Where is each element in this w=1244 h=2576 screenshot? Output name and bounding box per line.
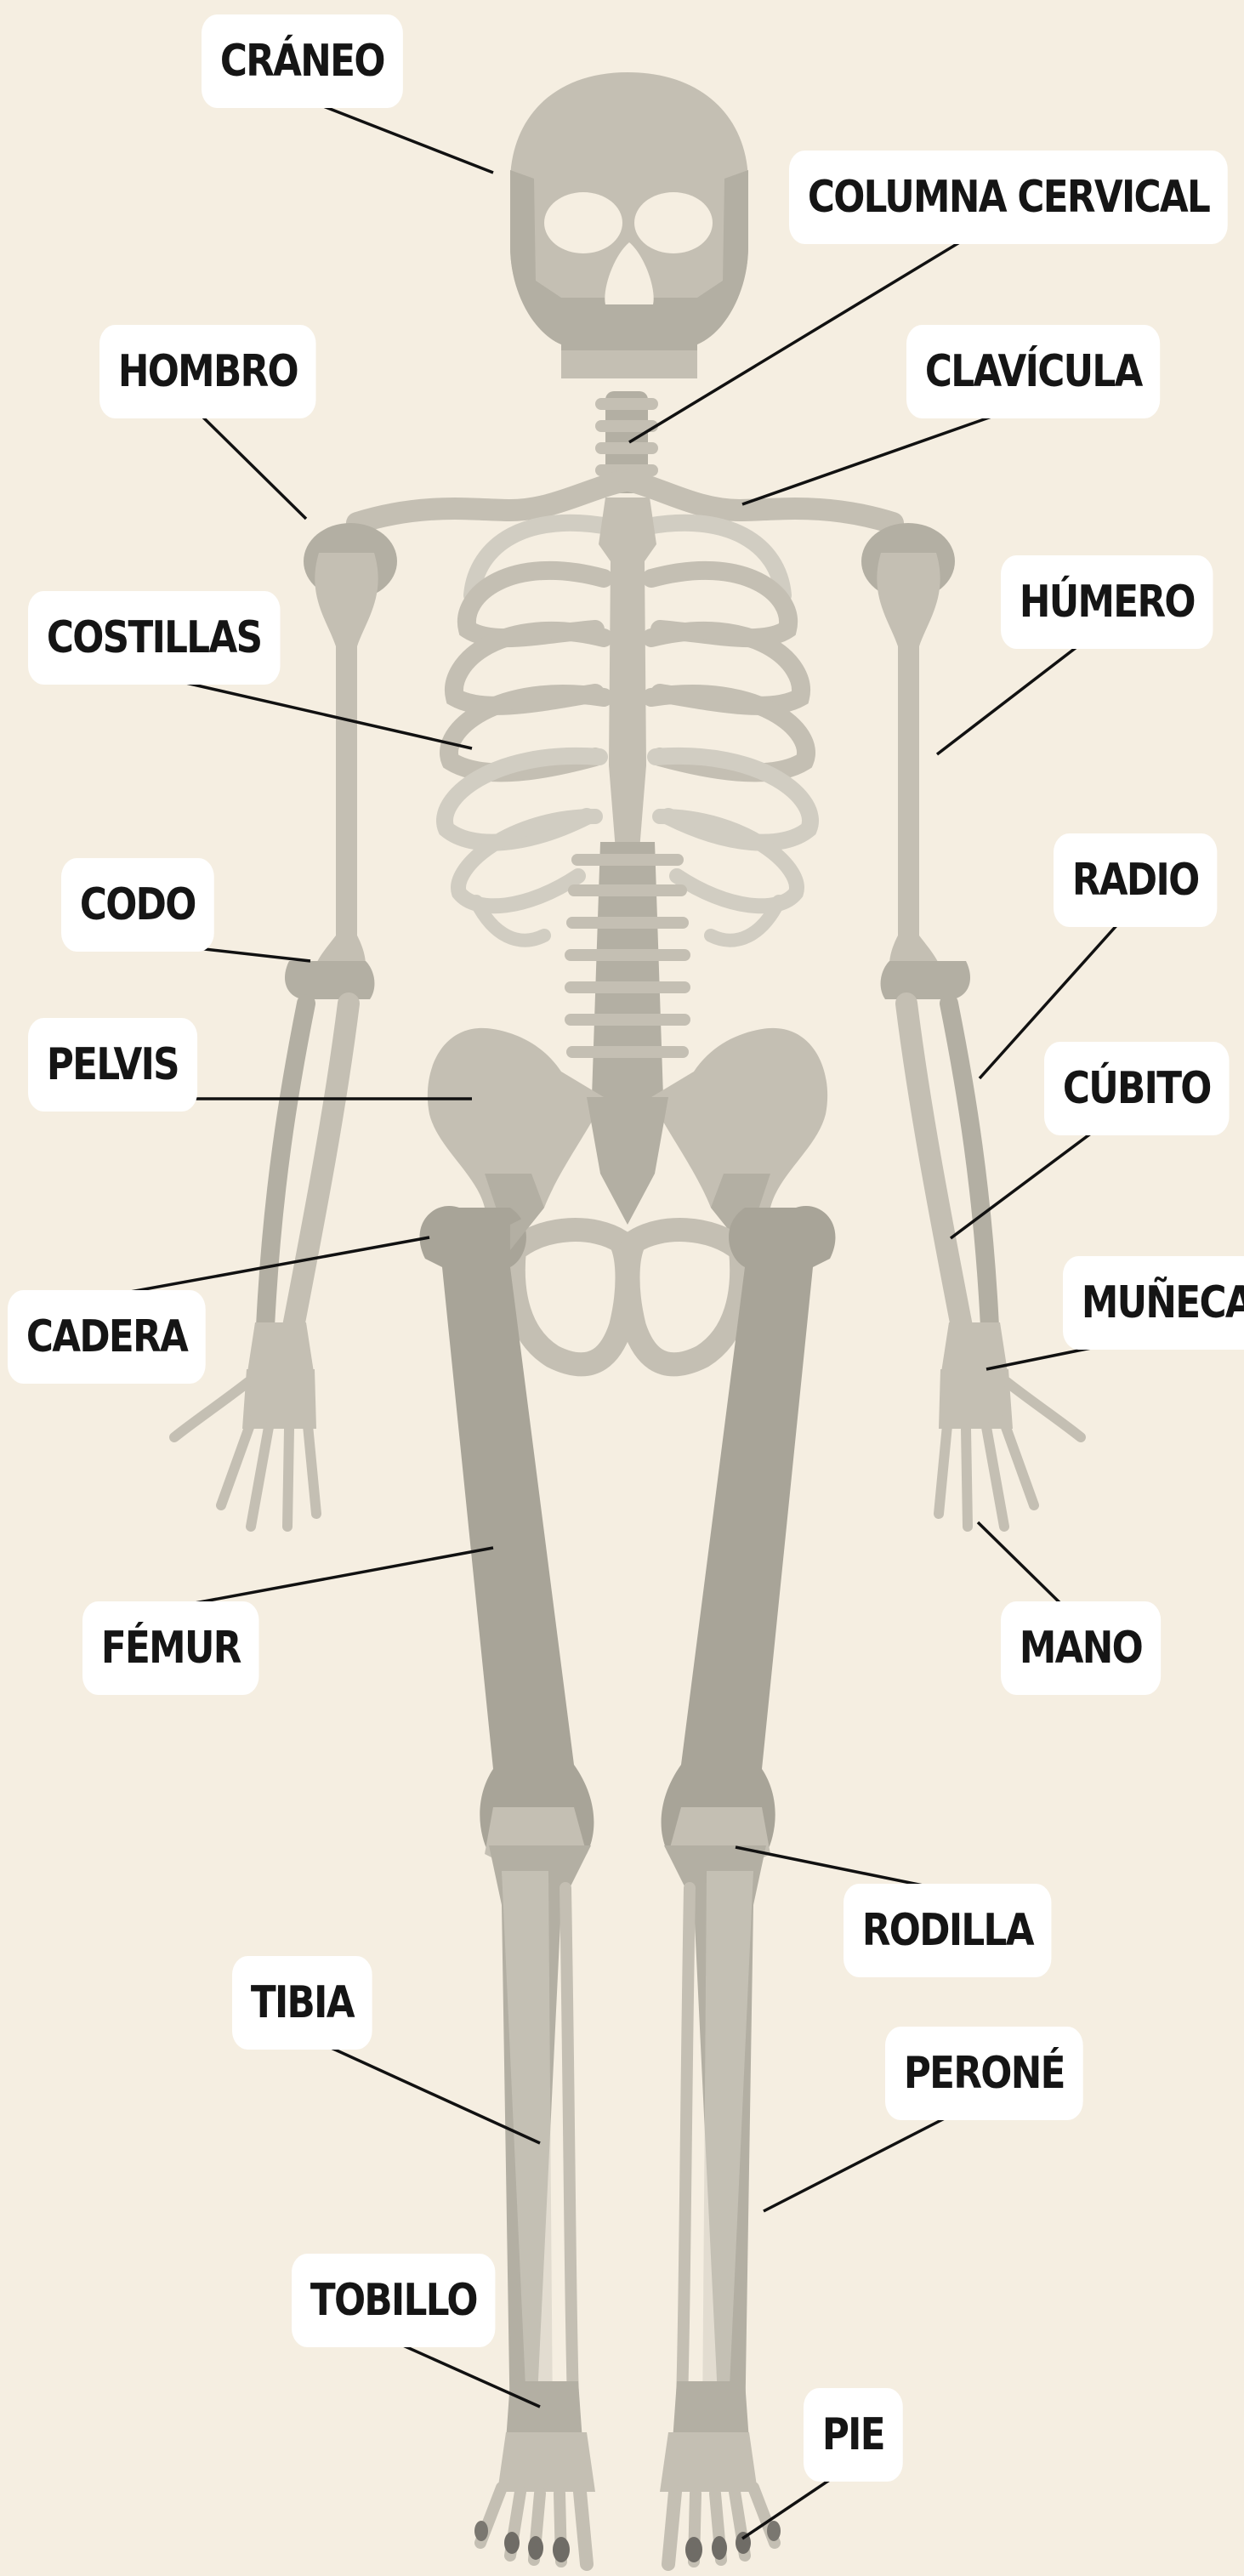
leader-clavicula bbox=[742, 407, 1020, 504]
label-femur-text: FÉMUR bbox=[101, 1623, 241, 1674]
leader-mano bbox=[978, 1522, 1067, 1610]
skull bbox=[510, 72, 748, 378]
right-femur bbox=[662, 1206, 836, 1879]
label-muneca-text: MUÑECA bbox=[1082, 1277, 1244, 1328]
right-arm bbox=[877, 553, 1008, 1378]
label-clavicula: CLAVÍCULA bbox=[906, 325, 1161, 418]
label-codo-text: CODO bbox=[80, 879, 196, 930]
label-tobillo: TOBILLO bbox=[292, 2254, 496, 2347]
label-tibia: TIBIA bbox=[232, 1956, 372, 2050]
label-clavicula-text: CLAVÍCULA bbox=[925, 346, 1142, 397]
label-radio-text: RADIO bbox=[1072, 855, 1199, 906]
label-humero: HÚMERO bbox=[1001, 555, 1213, 649]
label-perone-text: PERONÉ bbox=[904, 2048, 1065, 2099]
label-tibia-text: TIBIA bbox=[251, 1977, 354, 2028]
label-costillas: COSTILLAS bbox=[28, 591, 280, 685]
label-pie: PIE bbox=[804, 2388, 903, 2482]
label-pelvis: PELVIS bbox=[28, 1018, 197, 1112]
right-lower-leg bbox=[664, 1845, 766, 2441]
label-humero-text: HÚMERO bbox=[1020, 577, 1195, 628]
label-perone: PERONÉ bbox=[885, 2027, 1083, 2120]
label-pie-text: PIE bbox=[822, 2409, 884, 2460]
label-mano: MANO bbox=[1001, 1601, 1161, 1695]
label-pelvis-text: PELVIS bbox=[47, 1039, 179, 1090]
label-costillas-text: COSTILLAS bbox=[47, 612, 262, 663]
label-cadera-text: CADERA bbox=[26, 1311, 187, 1362]
label-cadera: CADERA bbox=[8, 1290, 206, 1384]
left-femur bbox=[420, 1206, 594, 1879]
leader-rodilla bbox=[736, 1847, 935, 1888]
label-rodilla-text: RODILLA bbox=[862, 1905, 1033, 1956]
label-hombro-text: HOMBRO bbox=[118, 346, 298, 397]
label-columna-cervical-text: COLUMNA CERVICAL bbox=[808, 172, 1209, 223]
label-codo: CODO bbox=[61, 858, 214, 952]
label-radio: RADIO bbox=[1054, 833, 1217, 927]
label-mano-text: MANO bbox=[1020, 1623, 1142, 1674]
label-muneca: MUÑECA bbox=[1063, 1256, 1244, 1350]
leader-perone bbox=[764, 2105, 971, 2211]
label-craneo: CRÁNEO bbox=[202, 14, 403, 108]
left-foot bbox=[474, 2432, 595, 2564]
label-femur: FÉMUR bbox=[82, 1601, 259, 1695]
label-craneo-text: CRÁNEO bbox=[220, 36, 384, 87]
right-foot bbox=[660, 2432, 781, 2564]
right-hand bbox=[939, 1369, 1081, 1527]
label-tobillo-text: TOBILLO bbox=[310, 2275, 477, 2326]
label-cubito-text: CÚBITO bbox=[1063, 1063, 1211, 1114]
label-columna-cervical: COLUMNA CERVICAL bbox=[789, 151, 1228, 244]
label-hombro: HOMBRO bbox=[99, 325, 316, 418]
leader-hombro bbox=[192, 407, 306, 519]
label-rodilla: RODILLA bbox=[844, 1884, 1052, 1977]
left-hand bbox=[174, 1369, 316, 1527]
leader-humero bbox=[937, 636, 1091, 754]
label-cubito: CÚBITO bbox=[1044, 1042, 1230, 1135]
